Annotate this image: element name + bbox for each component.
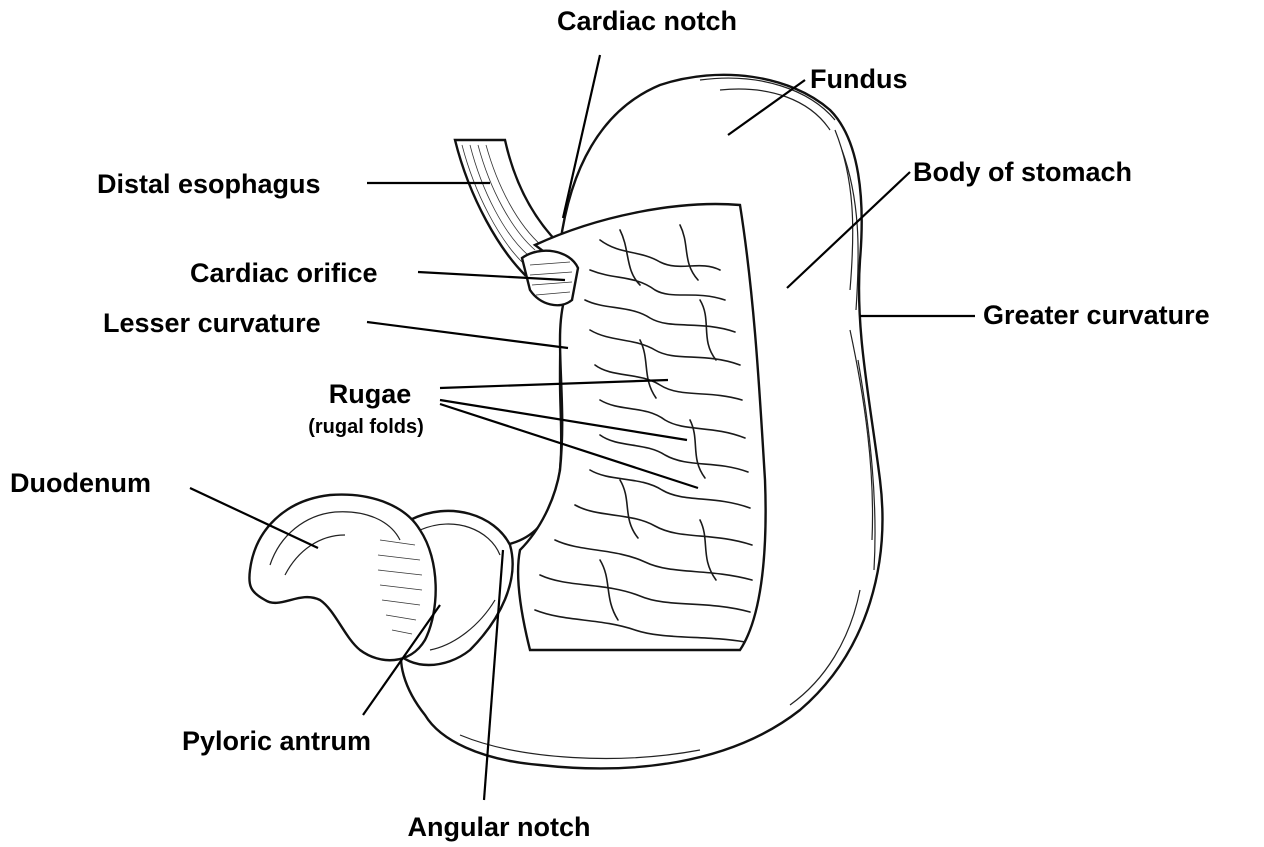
label-lesser-curvature: Lesser curvature bbox=[103, 308, 321, 338]
label-fundus: Fundus bbox=[810, 64, 907, 94]
label-cardiac-orifice: Cardiac orifice bbox=[190, 258, 378, 288]
label-rugae: Rugae bbox=[329, 379, 412, 409]
label-pyloric-antrum: Pyloric antrum bbox=[182, 726, 371, 756]
label-distal-esophagus: Distal esophagus bbox=[97, 169, 321, 199]
label-cardiac-notch: Cardiac notch bbox=[557, 6, 737, 36]
label-rugal-folds: (rugal folds) bbox=[308, 416, 424, 438]
label-duodenum: Duodenum bbox=[10, 468, 151, 498]
duodenum-drawing bbox=[249, 495, 435, 661]
leader-lesser-curvature bbox=[367, 322, 568, 348]
label-angular-notch: Angular notch bbox=[408, 812, 591, 842]
label-greater-curvature: Greater curvature bbox=[983, 300, 1210, 330]
label-body-of-stomach: Body of stomach bbox=[913, 157, 1132, 187]
